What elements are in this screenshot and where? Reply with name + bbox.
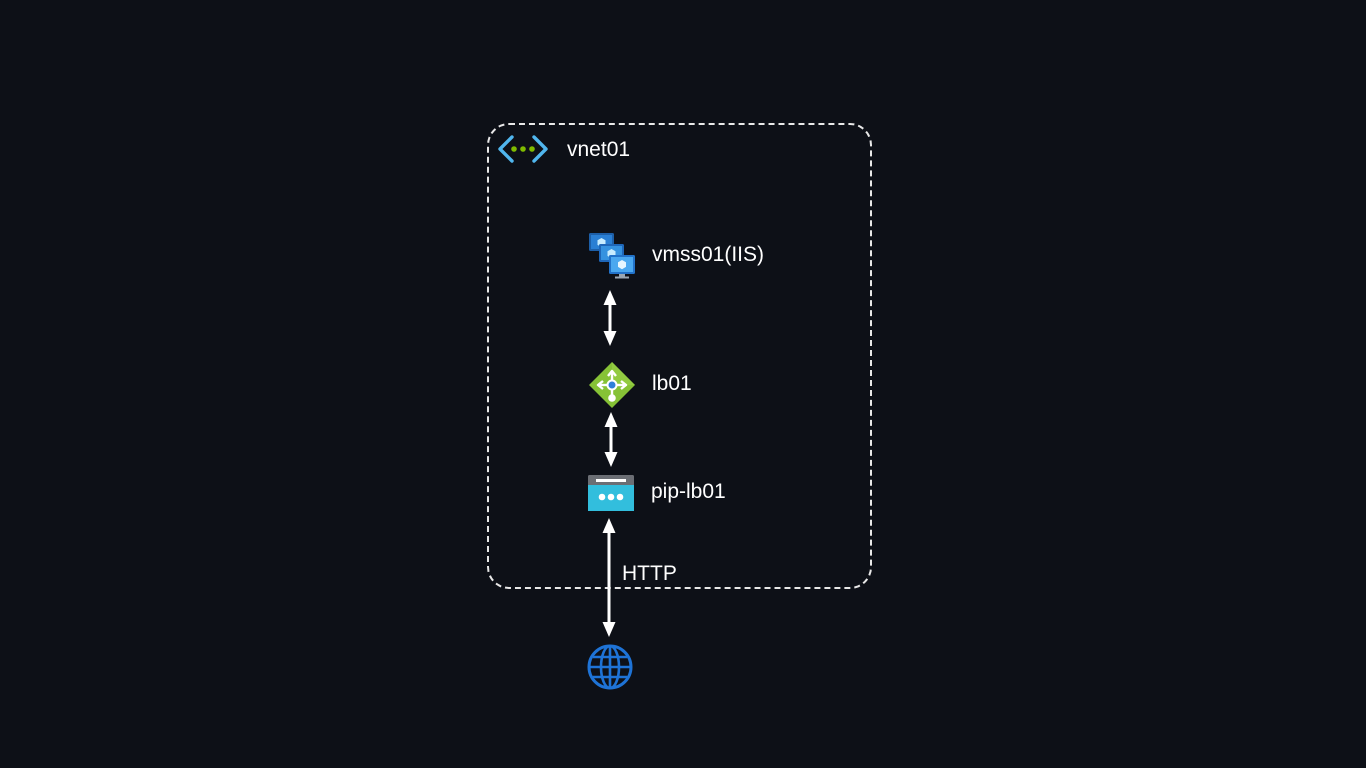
http-connection-label: HTTP [622, 562, 677, 585]
load-balancer-icon [587, 361, 637, 409]
vnet-boundary [487, 123, 872, 589]
public-ip-icon [588, 475, 634, 511]
globe-icon [586, 643, 634, 691]
vmss-label: vmss01(IIS) [652, 243, 765, 266]
vm-scale-set-icon [588, 232, 638, 280]
lb-label: lb01 [652, 372, 692, 395]
virtual-network-icon [498, 134, 548, 164]
vnet-label: vnet01 [567, 138, 631, 161]
pip-label: pip-lb01 [651, 480, 726, 503]
